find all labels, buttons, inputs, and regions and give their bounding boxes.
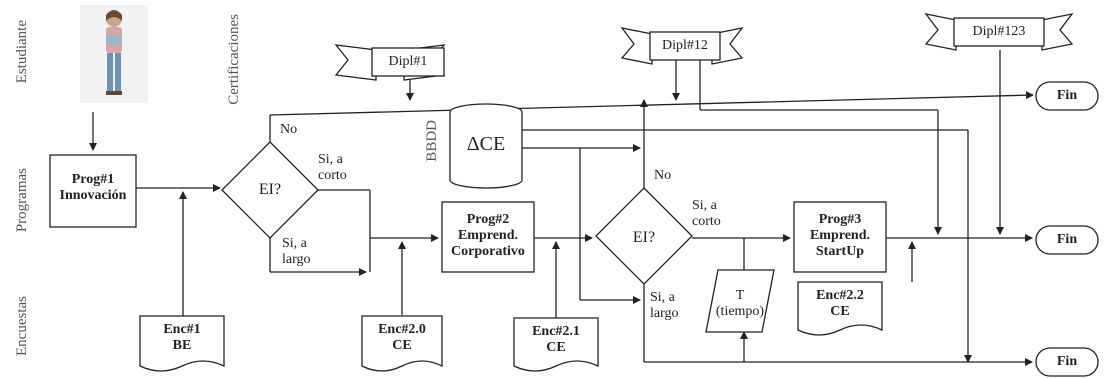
fin-mid-shape [1035, 225, 1099, 255]
enc21-shape [513, 317, 599, 372]
enc22-shape [797, 281, 883, 336]
dipl12-banner [649, 31, 721, 61]
lane-programas: Programas [14, 168, 30, 233]
dipl12-banner-left [620, 27, 653, 65]
student-illustration [106, 10, 122, 95]
decision2-label: EI? [632, 229, 656, 246]
prog2-box [441, 201, 535, 273]
prog3-box [793, 201, 887, 273]
edge-top-to-fin [269, 91, 1034, 116]
fin-bottom-shape [1035, 347, 1099, 377]
time-input-label: T(tiempo) [715, 288, 765, 319]
dipl123-banner-right [1041, 13, 1074, 51]
enc20-shape [361, 315, 443, 372]
dipl1-label: Dipl#1 [388, 54, 428, 69]
dipl123-label: Dipl#123 [972, 24, 1026, 39]
prog1-box [49, 154, 137, 228]
lane-certificaciones: Certificaciones [226, 14, 242, 105]
student-figure [80, 5, 148, 103]
dipl12-label: Dipl#12 [662, 38, 708, 53]
lane-estudiante: Estudiante [14, 20, 30, 84]
d1-no-label: No [280, 122, 298, 137]
lane-bbdd: BBDD [424, 120, 440, 162]
fin-top-shape [1035, 81, 1099, 111]
database-label: ΔCE [466, 133, 506, 155]
dipl1-banner [371, 47, 445, 77]
time-input-shape [705, 269, 775, 333]
dipl123-banner-left [924, 13, 957, 51]
decision1-label: EI? [258, 181, 282, 198]
dipl123-banner [953, 17, 1045, 47]
fin-top-label: Fin [1056, 88, 1078, 103]
d2-no-label: No [654, 168, 672, 183]
enc1-shape [139, 315, 225, 372]
dipl1-banner-left [334, 44, 377, 81]
fin-mid-label: Fin [1056, 232, 1078, 247]
lane-encuestas: Encuestas [14, 296, 30, 356]
fin-bottom-label: Fin [1056, 354, 1078, 369]
database-body [449, 112, 523, 189]
